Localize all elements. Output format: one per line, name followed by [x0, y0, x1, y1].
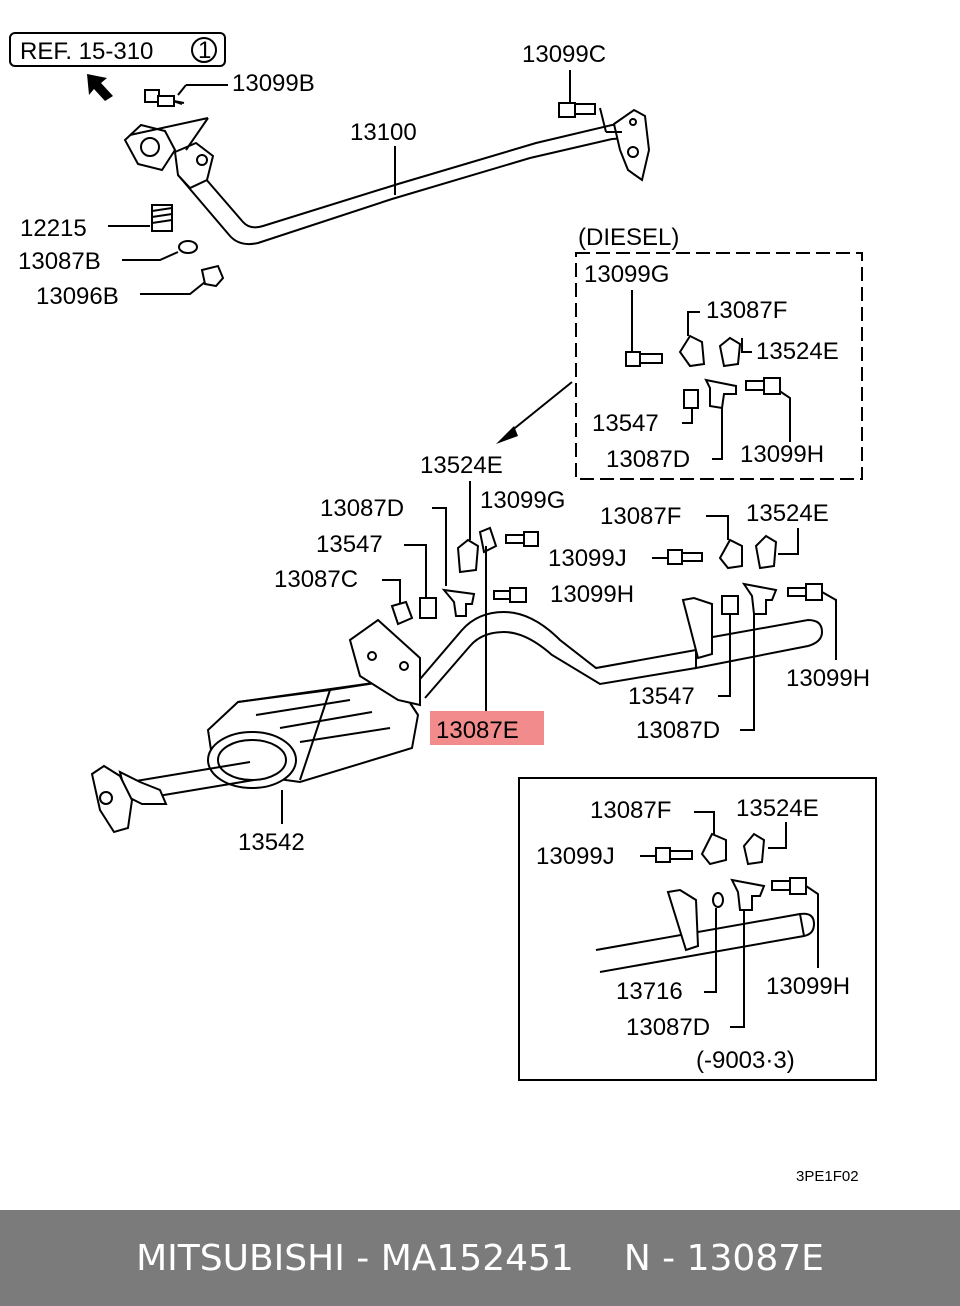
rear-hanger [681, 596, 713, 660]
main-callout-13087C: 13087C [274, 566, 358, 593]
front-pipe-13100 [123, 108, 651, 246]
main-callout-13087D: 13087D [320, 495, 404, 522]
bolt-13099B [129, 84, 228, 151]
bolt-13099C [558, 70, 622, 133]
diesel-inset: (DIESEL) 13099G 13087F 13524E 13547 1308… [496, 224, 863, 480]
diesel-callout-13524E: 13524E [756, 338, 839, 365]
right-callout-13099H: 13099H [786, 665, 870, 692]
highlighted-part-number: 13087E [436, 717, 519, 744]
right-callout-13087F: 13087F [600, 503, 681, 530]
right-callout-13547: 13547 [628, 683, 695, 710]
bottom-inset-frame [518, 777, 877, 1081]
brand-part-number: MITSUBISHI - MA152451 [136, 1237, 574, 1279]
diesel-callout-13099G: 13099G [584, 261, 669, 288]
reference-box: REF. 15-310 1 [9, 32, 226, 67]
muffler-end-cap [207, 731, 297, 789]
main-bracket-callouts: 13524E 13099G 13087D 13547 13087C 13099H [274, 452, 634, 712]
diesel-callout-13087F: 13087F [706, 297, 787, 324]
exhaust-parts-diagram: REF. 15-310 1 [9, 32, 877, 1185]
muffler-bracket [348, 618, 421, 707]
spring-12215 [108, 204, 173, 232]
diagram-reference-number: N - 13087E [623, 1237, 824, 1279]
bottom-footnote: (-9003·3) [696, 1047, 795, 1074]
callout-13087B: 13087B [18, 248, 101, 275]
callout-12215: 12215 [20, 215, 87, 242]
callout-13099B: 13099B [232, 70, 315, 97]
diesel-callout-13547: 13547 [592, 410, 659, 437]
bottom-callout-13087F: 13087F [590, 797, 671, 824]
part-info-banner: MITSUBISHI - MA152451 N - 13087E [0, 1210, 960, 1306]
manifold-flange [123, 123, 177, 172]
bottom-callout-13087D: 13087D [626, 1014, 710, 1041]
diesel-header: (DIESEL) [578, 224, 679, 251]
bottom-callout-13099H: 13099H [766, 973, 850, 1000]
callout-13100: 13100 [350, 119, 417, 146]
main-callout-13524E: 13524E [420, 452, 503, 479]
right-callout-13087D: 13087D [636, 717, 720, 744]
diesel-callout-13099H: 13099H [740, 441, 824, 468]
main-callout-13547: 13547 [316, 531, 383, 558]
muffler-assembly: 13542 [90, 596, 824, 856]
tail-pipe [695, 618, 824, 670]
right-bracket-callouts: 13087F 13524E 13099J 13547 13087D 13099H [548, 500, 870, 744]
diesel-pointer-arrow [496, 426, 518, 444]
highlighted-callout: 13087E [430, 711, 544, 745]
reference-circle [191, 37, 217, 63]
callout-13096B: 13096B [36, 283, 119, 310]
callout-13099C: 13099C [522, 41, 606, 68]
main-callout-13542: 13542 [238, 829, 305, 856]
reference-circle-number: 1 [198, 37, 211, 64]
diesel-callout-13087D: 13087D [606, 446, 690, 473]
bottom-callout-13524E: 13524E [736, 795, 819, 822]
bottom-callout-13716: 13716 [616, 978, 683, 1005]
right-callout-13524E: 13524E [746, 500, 829, 527]
right-callout-13099J: 13099J [548, 545, 627, 572]
main-callout-13099H: 13099H [550, 581, 634, 608]
reference-box-frame [9, 32, 226, 67]
gasket-13087B [122, 240, 198, 261]
reference-label: REF. 15-310 [20, 38, 153, 65]
bottom-inset: 13087F 13524E 13099J 13716 13087D 13099H… [518, 777, 877, 1081]
main-callout-13099G: 13099G [480, 487, 565, 514]
diesel-inset-frame [575, 252, 863, 480]
arrow-up-left-icon [87, 74, 113, 101]
highlight-box [430, 711, 544, 745]
bottom-callout-13099J: 13099J [536, 843, 615, 870]
nut-13096B [140, 264, 225, 295]
sheet-code: 3PE1F02 [796, 1168, 859, 1185]
front-pipe-flange [612, 108, 651, 182]
